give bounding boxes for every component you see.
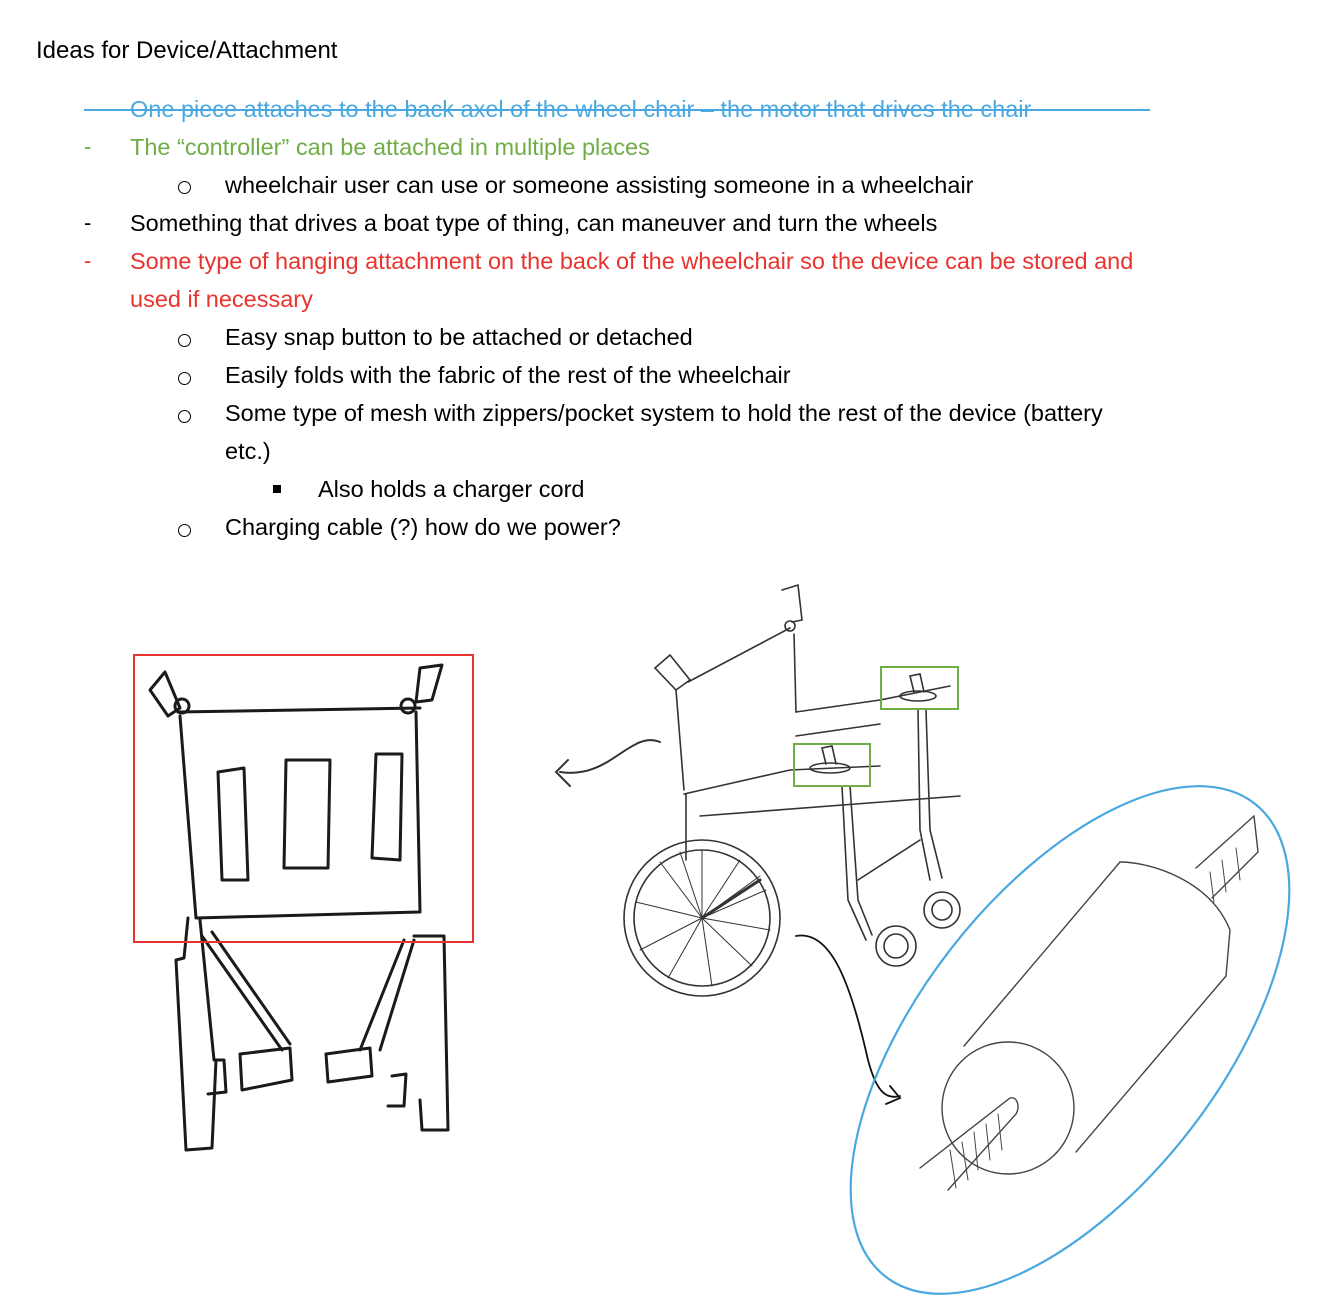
list-item: Charging cable (?) how do we power? [225, 514, 621, 540]
list-item: The “controller” can be attached in mult… [130, 134, 650, 160]
list-item: Easy snap button to be attached or detac… [225, 324, 693, 350]
list-item: Easily folds with the fabric of the rest… [225, 362, 791, 388]
dash-bullet: - [84, 134, 92, 159]
circle-bullet [178, 524, 191, 537]
blue-highlight-ellipse [849, 785, 1291, 1295]
list-item-continuation: used if necessary [130, 286, 313, 312]
list-item-struck: One piece attaches to the back axel of t… [130, 96, 1032, 122]
list-item: Also holds a charger cord [318, 476, 585, 502]
dash-bullet: - [84, 96, 92, 121]
hanging-attachment-sketch [148, 663, 450, 1152]
circle-bullet [178, 181, 191, 194]
circle-bullet [178, 372, 191, 385]
list-item: Some type of mesh with zippers/pocket sy… [225, 400, 1103, 426]
green-highlight-rect [793, 743, 871, 787]
list-item-continuation: etc.) [225, 438, 271, 464]
list-item: Something that drives a boat type of thi… [130, 210, 938, 236]
square-bullet [273, 485, 281, 493]
dash-bullet: - [84, 248, 92, 273]
dash-bullet: - [84, 210, 92, 235]
page-title: Ideas for Device/Attachment [36, 37, 338, 64]
green-highlight-rect [880, 666, 959, 710]
motor-sketch [919, 814, 1259, 1191]
list-item: Some type of hanging attachment on the b… [130, 248, 1134, 274]
strikethrough-line [84, 109, 1150, 111]
red-highlight-rect [133, 654, 474, 943]
list-item: wheelchair user can use or someone assis… [225, 172, 974, 198]
circle-bullet [178, 334, 191, 347]
circle-bullet [178, 410, 191, 423]
wheelchair-sketch [554, 583, 961, 1105]
